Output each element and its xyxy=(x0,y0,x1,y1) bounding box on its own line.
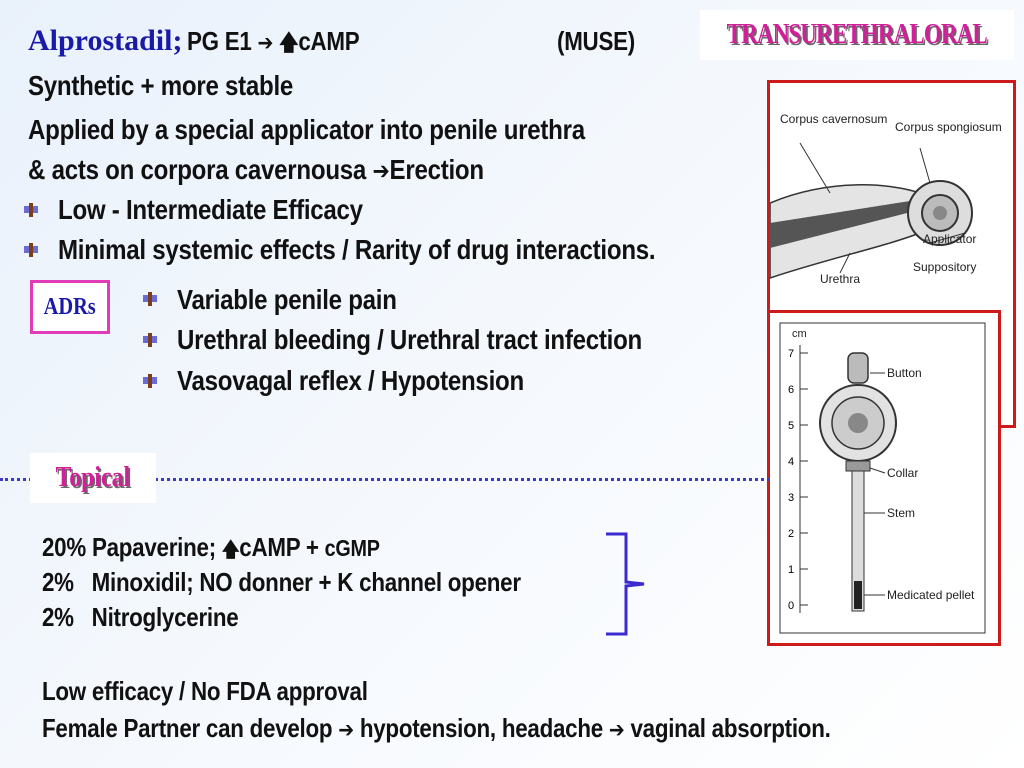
arrow-right-icon: ➔ xyxy=(338,717,354,742)
route-tag-text: TRANSURETHRALORAL xyxy=(726,19,988,50)
line-systemic: Minimal systemic effects / Rarity of dru… xyxy=(58,234,656,265)
drug-name: Alprostadil; xyxy=(28,24,183,57)
topical-label-box: Topical xyxy=(30,453,156,503)
section-divider xyxy=(0,478,770,481)
adr-item: Urethral bleeding / Urethral tract infec… xyxy=(177,324,642,355)
topical-text-c: cGMP xyxy=(324,535,380,561)
ruler-tick-label: 0 xyxy=(788,600,794,612)
topical-text: Minoxidil; NO donner + K channel opener xyxy=(91,567,521,597)
note-efficacy: Low efficacy / No FDA approval xyxy=(42,676,368,706)
arrow-right-icon: ➔ xyxy=(372,158,390,185)
ruler-tick-label: 3 xyxy=(788,492,794,504)
adrs-label: ADRs xyxy=(43,293,97,320)
line-efficacy: Low - Intermediate Efficacy xyxy=(58,194,363,225)
ruler-tick-label: 7 xyxy=(788,348,794,360)
adr-item: Vasovagal reflex / Hypotension xyxy=(177,365,524,396)
topical-label: Topical xyxy=(55,462,131,493)
adrs-label-box: ADRs xyxy=(30,280,110,334)
ruler-tick-label: 1 xyxy=(788,564,794,576)
adr-item: Variable penile pain xyxy=(177,284,397,315)
header-line: Alprostadil; PG E1 ➔ 🡅cAMP xyxy=(28,24,387,64)
arrow-right-icon: ➔ xyxy=(608,717,625,742)
label-corpus-spongiosum: Corpus spongiosum xyxy=(895,120,1002,134)
line-acts: & acts on corpora cavernousa ➔Erection xyxy=(28,154,484,186)
arrow-up-icon: 🡅 xyxy=(221,539,240,561)
topical-row: 2% Minoxidil; NO donner + K channel open… xyxy=(42,567,521,598)
mechanism: PG E1 xyxy=(186,26,252,56)
note-text-c: vaginal absorption. xyxy=(630,713,831,743)
label-applicator: Applicator xyxy=(923,232,976,246)
label-urethra: Urethra xyxy=(820,272,860,286)
topical-pct: 2% xyxy=(42,567,74,597)
bracket-icon xyxy=(606,532,645,636)
bullet-icon xyxy=(143,292,157,306)
label-button: Button xyxy=(887,366,922,380)
note-text-a: Female Partner can develop xyxy=(42,713,333,743)
bullet-icon xyxy=(24,203,38,217)
ruler-unit: cm xyxy=(792,328,807,340)
acts-text: & acts on corpora cavernousa xyxy=(28,154,367,185)
camp-label: cAMP xyxy=(298,26,360,56)
line-synthetic: Synthetic + more stable xyxy=(28,70,294,101)
ruler-tick-label: 6 xyxy=(788,384,794,396)
note-text-b: hypotension, headache xyxy=(359,713,603,743)
label-corpus-cavernosum: Corpus cavernosum xyxy=(780,112,887,126)
note-partner: Female Partner can develop ➔ hypotension… xyxy=(42,713,831,744)
bullet-icon xyxy=(24,243,38,257)
topical-pct: 2% xyxy=(42,602,74,632)
topical-text: Papaverine; xyxy=(91,532,216,562)
ruler-ticks: 7 6 5 4 3 2 1 0 xyxy=(788,348,808,612)
route-tag: TRANSURETHRALORAL xyxy=(700,10,1014,60)
topical-row: 2% Nitroglycerine xyxy=(42,602,239,633)
topical-row: 20% Papaverine; 🡅cAMP + cGMP xyxy=(42,532,380,569)
label-medicated-pellet: Medicated pellet xyxy=(887,588,975,602)
applicator-diagram-svg: Corpus cavernosum Corpus spongiosum Appl… xyxy=(769,112,1002,286)
bullet-icon xyxy=(143,374,157,388)
label-suppository: Suppository xyxy=(913,260,976,274)
ruler-tick-label: 4 xyxy=(788,456,794,468)
topical-text-b: cAMP + xyxy=(239,532,325,562)
erection-text: Erection xyxy=(389,154,485,185)
muse-label: (MUSE) xyxy=(557,26,635,56)
label-stem: Stem xyxy=(887,506,915,520)
topical-text: Nitroglycerine xyxy=(91,602,239,632)
label-collar: Collar xyxy=(887,466,918,480)
ruler-tick-label: 2 xyxy=(788,528,794,540)
ruler-tick-label: 5 xyxy=(788,420,794,432)
arrow-right-icon: ➔ xyxy=(257,30,274,55)
topical-pct: 20% xyxy=(42,532,86,562)
figure-muse-device: cm 7 6 5 4 3 2 1 0 Button Collar Stem Medicated… xyxy=(767,310,1001,646)
muse-device-svg: cm 7 6 5 4 3 2 1 0 Button Collar Stem Medicated… xyxy=(779,322,986,634)
bullet-icon xyxy=(143,333,157,347)
arrow-up-icon: 🡅 xyxy=(279,30,299,55)
line-applied: Applied by a special applicator into pen… xyxy=(28,114,585,145)
